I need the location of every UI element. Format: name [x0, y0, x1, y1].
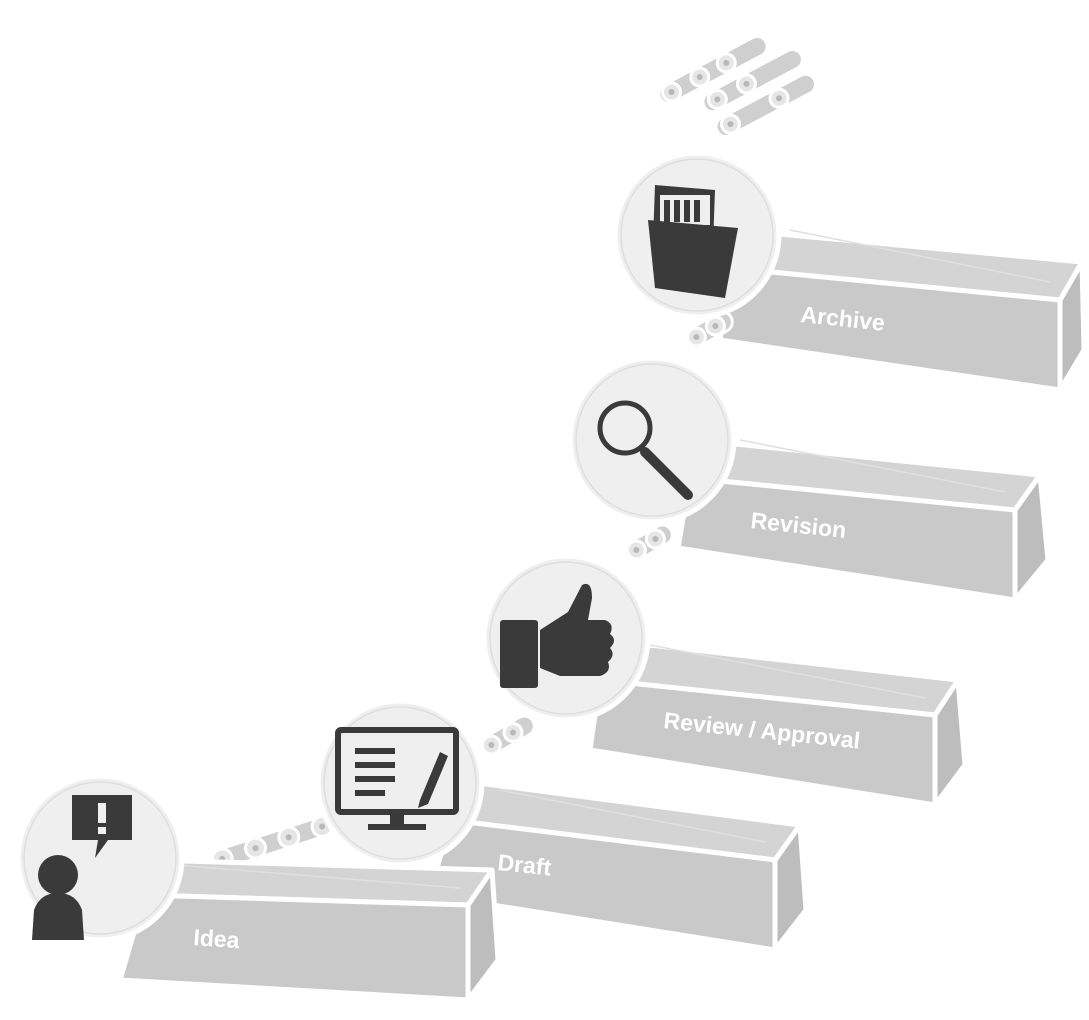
stage-idea: Idea [15, 773, 501, 1003]
monitor-document-icon [335, 727, 459, 830]
stage-revision-box [675, 437, 1051, 603]
person-with-alert-bubble-icon [32, 795, 132, 940]
stage-draft: Draft [210, 698, 809, 953]
stage-idea-box [117, 857, 501, 1003]
pipe-fragments [657, 35, 818, 138]
stage-revision-circle [567, 355, 737, 525]
magnifying-glass-icon [597, 400, 693, 500]
thumbs-up-icon [500, 583, 614, 688]
stage-draft-label: Draft [496, 849, 552, 881]
stage-revision-connector [624, 523, 674, 562]
stage-archive: Archive [612, 150, 1087, 393]
stage-draft-circle [315, 698, 485, 868]
archive-folder-icon [648, 185, 738, 298]
stage-archive-box [717, 227, 1087, 393]
stage-review: Review / Approval [478, 553, 968, 808]
stage-idea-label: Idea [193, 924, 241, 953]
stage-review-connector [478, 714, 536, 758]
stage-revision: Revision [567, 355, 1051, 603]
